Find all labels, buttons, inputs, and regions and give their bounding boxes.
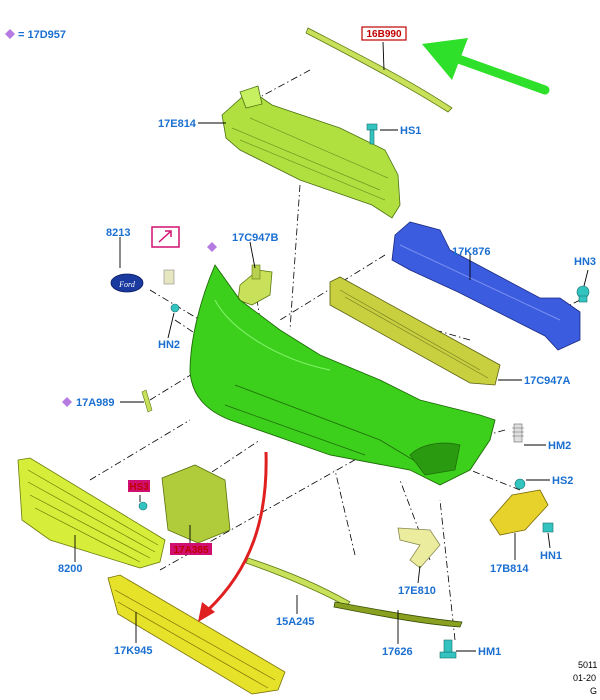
red-arrow	[198, 451, 268, 622]
label-hs1: HS1	[400, 125, 421, 137]
hs2-screw	[514, 478, 526, 490]
label-hm2: HM2	[548, 440, 571, 452]
part-15A245-trim	[245, 557, 351, 607]
hs1-bolt	[366, 123, 378, 145]
legend-diamond-icon	[5, 29, 15, 39]
part-17C947A-absorber	[329, 276, 501, 386]
hn3-clip	[576, 285, 590, 303]
label-15A245: 15A245	[276, 616, 315, 628]
label-17626: 17626	[382, 646, 413, 658]
part-17C947B-bracket	[237, 264, 273, 306]
label-17C947B: 17C947B	[232, 232, 279, 244]
corner-line-2: 01-20	[573, 673, 596, 683]
label-8213: 8213	[106, 227, 130, 239]
ford-badge: Ford	[110, 273, 144, 293]
label-17B814: 17B814	[490, 563, 529, 575]
badge-bracket	[163, 269, 175, 285]
green-arrow	[422, 38, 550, 95]
part-bumper-cover	[189, 264, 496, 486]
part-17K876-beam	[391, 221, 581, 351]
part-17E810-bracket	[397, 527, 441, 569]
diamond-17A989-icon	[62, 397, 72, 407]
label-17A989: 17A989	[76, 397, 115, 409]
label-17K945: 17K945	[114, 645, 153, 657]
label-box-hs3	[128, 480, 150, 492]
hn2-clip	[170, 303, 180, 313]
part-17K945-lower-grille	[107, 574, 286, 695]
label-box-16B990	[361, 26, 407, 41]
label-17A385: 17A385	[173, 545, 208, 556]
label-17E810: 17E810	[398, 585, 436, 597]
document-link-icon	[151, 226, 180, 248]
part-8200-grille	[17, 457, 166, 569]
legend-text: = 17D957	[18, 29, 66, 41]
label-box-17A385	[170, 543, 212, 555]
corner-reference: 5011 01-20 G	[573, 660, 597, 696]
diamond-17D957-icon	[207, 242, 217, 252]
ford-logo-text: Ford	[118, 280, 136, 289]
label-17E814: 17E814	[158, 118, 197, 130]
part-16B990-strip	[305, 27, 453, 113]
label-17C947A: 17C947A	[524, 375, 571, 387]
label-hn3: HN3	[574, 256, 596, 268]
leader-lines	[74, 41, 589, 652]
corner-line-1: 5011	[578, 660, 597, 670]
part-17A385-plate	[161, 464, 231, 544]
label-hn1: HN1	[540, 550, 562, 562]
hs3-screw	[138, 501, 148, 511]
part-17B814-bracket	[489, 489, 549, 536]
label-17K876: 17K876	[452, 246, 491, 258]
part-17A989-strip	[141, 389, 153, 413]
hn1-clip	[542, 522, 554, 533]
corner-line-3: G	[590, 686, 597, 696]
label-16B990: 16B990	[366, 29, 401, 40]
hm2-bolt	[512, 423, 524, 443]
label-hn2: HN2	[158, 339, 180, 351]
label-hs2: HS2	[552, 475, 573, 487]
part-17E814-reinforcement	[221, 85, 401, 219]
hm1-bolt	[439, 639, 457, 659]
legend: = 17D957	[5, 29, 66, 41]
label-8200: 8200	[58, 563, 82, 575]
label-hs3: HS3	[129, 482, 149, 493]
ford-oval-icon	[110, 273, 144, 293]
label-hm1: HM1	[478, 646, 501, 658]
